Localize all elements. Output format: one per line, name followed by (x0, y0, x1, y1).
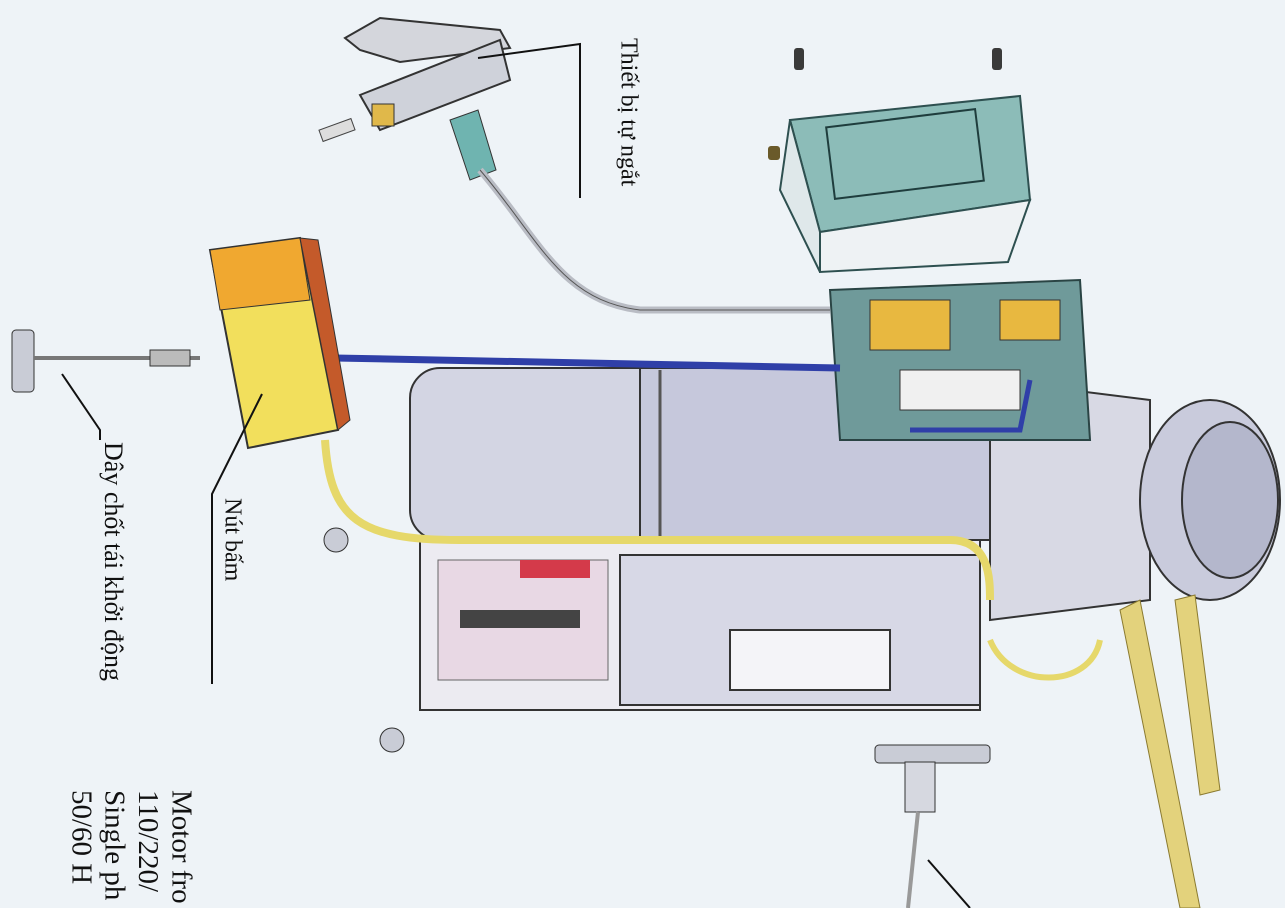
cover-plate (778, 94, 1032, 274)
label-auto-cutout: Thiết bị tự ngắt (615, 38, 642, 187)
label-push-button: Nút bấm (219, 498, 246, 582)
control-box (828, 278, 1092, 441)
motor-spec-line: 50/60 H (65, 790, 98, 885)
restart-cable-handle (11, 329, 200, 393)
blue-wire (334, 354, 841, 372)
motor-spec-line: Single ph (98, 790, 131, 901)
label-motor-spec: Motor fro 110/220/ Single ph 50/60 H (64, 790, 197, 904)
label-restart-cable: Dây chốt tái khởi động (98, 442, 128, 682)
leader-lines (61, 42, 971, 908)
push-button-box (208, 236, 351, 450)
auto-cutout-device (318, 16, 830, 314)
yellow-cable (321, 439, 994, 601)
motor-spec-line: Motor fro (165, 790, 198, 904)
motor-body (409, 367, 1031, 711)
crank-handle (874, 744, 991, 908)
mount-bolt-icon (323, 527, 405, 753)
motor-spec-line: 110/220/ (132, 790, 165, 893)
chain (1119, 594, 1221, 908)
